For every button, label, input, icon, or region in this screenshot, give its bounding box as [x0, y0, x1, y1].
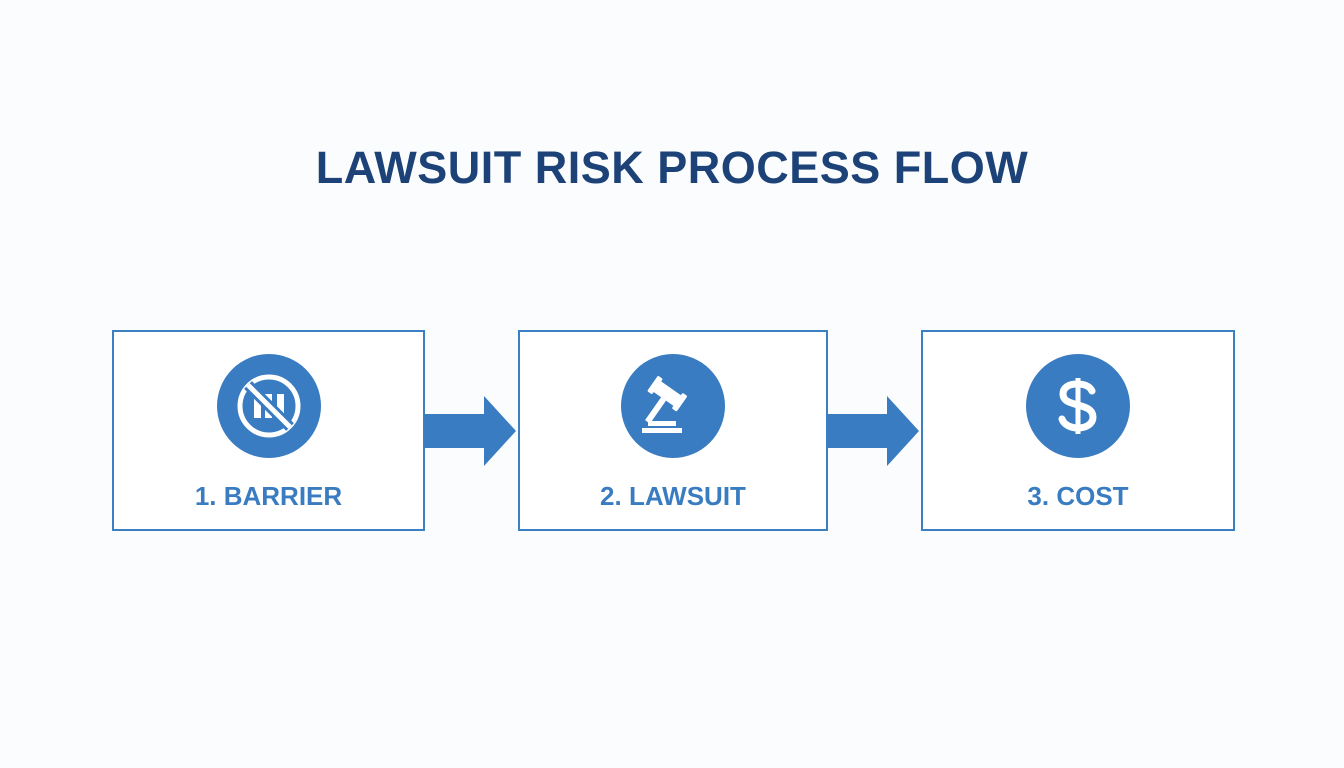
gavel-icon — [621, 354, 725, 458]
page-title: LAWSUIT RISK PROCESS FLOW — [315, 142, 1029, 193]
no-access-icon — [216, 354, 321, 458]
step-label-cost: 3. COST — [1027, 481, 1129, 511]
step-box-lawsuit: 2. LAWSUIT — [518, 330, 828, 531]
flow-arrow-2 — [827, 396, 919, 466]
dollar-icon — [1026, 354, 1130, 458]
flow-arrow-1 — [424, 396, 516, 466]
step-label-lawsuit: 2. LAWSUIT — [600, 481, 746, 511]
step-label-barrier: 1. BARRIER — [194, 481, 343, 511]
step-box-cost: 3. COST — [921, 330, 1235, 531]
step-box-barrier: 1. BARRIER — [112, 330, 425, 531]
